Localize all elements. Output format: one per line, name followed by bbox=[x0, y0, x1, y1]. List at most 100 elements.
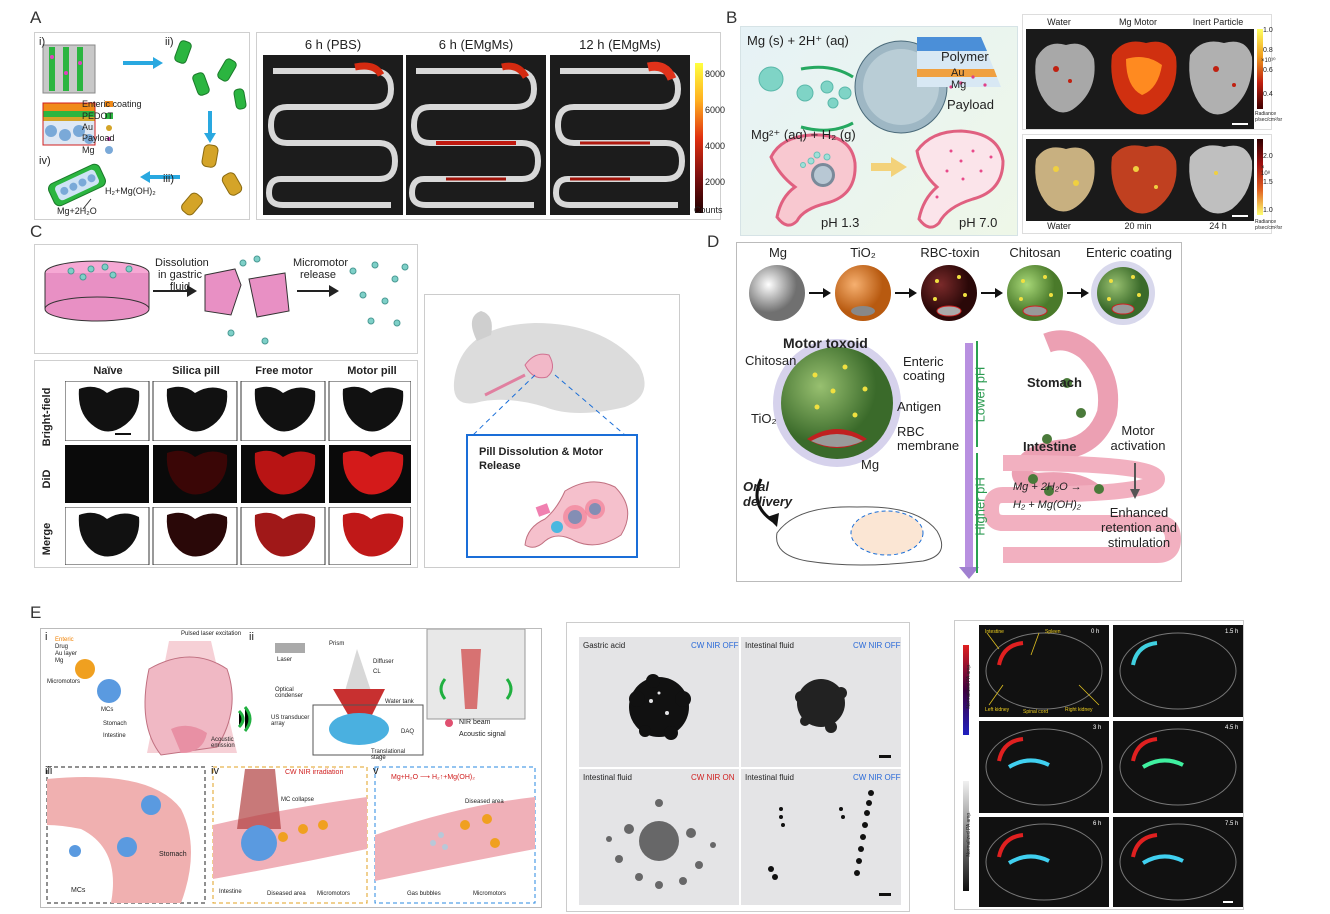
e-v-reaction: Mg+H₂O ⟶ H₂↑+Mg(OH)₂ bbox=[391, 774, 475, 781]
panel-a-schematic: i) ii) iii) iv) Enteric coating PEDOT Au… bbox=[34, 32, 250, 220]
layer-au: Au bbox=[951, 67, 965, 79]
legend-enteric: Enteric coating bbox=[82, 99, 142, 109]
panel-label-d: D bbox=[707, 232, 720, 251]
e-ii-laser: Laser bbox=[277, 657, 293, 663]
e-ii-condenser: Optical condenser bbox=[275, 687, 304, 699]
pa-image-grid bbox=[979, 625, 1243, 907]
b-bottom-title-24h: 24 h bbox=[1209, 221, 1227, 231]
e-ii-stage: Translational stage bbox=[371, 749, 406, 761]
pa-organ-intestine: Intestine bbox=[985, 629, 1004, 635]
step-dissolution: Dissolution in gastric fluid bbox=[155, 257, 209, 293]
e-i-stomach: Stomach bbox=[103, 721, 127, 727]
motor-toxoid-title: Motor toxoid bbox=[783, 335, 868, 351]
e-sub-i: i bbox=[45, 631, 48, 643]
dispersion-intestinal-off-2 bbox=[741, 769, 901, 905]
eq-bottom: Mg²⁺ (aq) + H₂ (g) bbox=[751, 127, 856, 142]
e-iv-mc-collapse: MC collapse bbox=[281, 797, 315, 803]
disp-title-1: Gastric acid bbox=[583, 641, 626, 650]
b-bottom-title-20min: 20 min bbox=[1124, 221, 1152, 231]
row-merge: Merge bbox=[41, 522, 53, 556]
layer-payload: Payload bbox=[947, 97, 994, 112]
b-bottom-cbar-exp: × 10⁸ bbox=[1261, 165, 1271, 177]
step-label-iv: iv) bbox=[39, 155, 51, 167]
pa-time-2: 3 h bbox=[1093, 725, 1102, 731]
cbar-tick-8000: 8000 bbox=[705, 69, 726, 79]
col-silica: Silica pill bbox=[172, 365, 220, 377]
e-sub-ii: ii bbox=[249, 631, 254, 643]
pa-time-3: 4.5 h bbox=[1225, 725, 1239, 731]
e-ii-daq: DAQ bbox=[401, 729, 415, 735]
gut-image-12h bbox=[550, 55, 690, 215]
label-enteric: Enteric coating bbox=[903, 354, 945, 383]
particle-chains bbox=[768, 790, 891, 896]
panel-b-schematic: Mg (s) + 2H⁺ (aq) Mg²⁺ (aq) + H₂ (g) Pol… bbox=[740, 26, 1018, 236]
stage-enteric: Enteric coating bbox=[1086, 245, 1172, 260]
e-i-micromotors: Micromotors bbox=[47, 679, 81, 685]
e-ii-cl: CL bbox=[373, 669, 381, 675]
b-bottom-image-strip bbox=[1026, 139, 1254, 221]
rx-line-1: Mg + 2H₂O → bbox=[1013, 481, 1082, 493]
dispersion-intestinal-off bbox=[741, 637, 901, 767]
legend-pedot: PEDOT bbox=[82, 111, 114, 121]
e-i-intestine: Intestine bbox=[103, 733, 126, 739]
col-free: Free motor bbox=[255, 365, 313, 377]
pa-organ-left-kidney: Left kidney bbox=[985, 707, 1010, 713]
oral-delivery: Oral delivery bbox=[743, 479, 793, 509]
e-iv-cw-nir: CW NIR irradiation bbox=[285, 769, 344, 776]
e-ii-prism: Prism bbox=[329, 641, 345, 647]
reaction-reactant: Mg+2H₂O bbox=[57, 206, 97, 216]
e-v-diseased: Diseased area bbox=[465, 799, 504, 805]
pa-organ-spleen: Spleen bbox=[1045, 629, 1061, 635]
rx-line-2: H₂ + Mg(OH)₂ bbox=[1013, 499, 1081, 511]
pa-time-0: 0 h bbox=[1091, 629, 1100, 635]
step-label-i: i) bbox=[39, 36, 46, 48]
panel-c-image-grid: Naïve Silica pill Free motor Motor pill … bbox=[34, 360, 418, 568]
b-top-cbar-04: 0.4 bbox=[1263, 91, 1273, 98]
eq-top: Mg (s) + 2H⁺ (aq) bbox=[747, 33, 849, 48]
panel-e-schematics: i ii iii iv v Enteric Drug Au layer Mg M… bbox=[40, 628, 542, 908]
intestine-label: Intestine bbox=[1023, 439, 1077, 454]
e-iii-stomach: Stomach bbox=[159, 851, 187, 858]
e-iv-diseased: Diseased area bbox=[267, 891, 306, 897]
b-top-cbar-exp: ×10¹⁰ bbox=[1261, 58, 1276, 64]
colorbar-counts bbox=[695, 63, 703, 213]
pa-cbar2-label: Normalized PA amp. bbox=[966, 811, 972, 857]
e-iv-intestine: Intestine bbox=[219, 889, 242, 895]
e-ii-diffuser: Diffuser bbox=[373, 659, 394, 665]
b-top-cbar-08: 0.8 bbox=[1263, 47, 1273, 54]
panel-c-mouse: Pill Dissolution & Motor Release bbox=[424, 294, 680, 568]
b-top-cbar-unit: Radiance p/sec/cm²/sr bbox=[1255, 111, 1283, 123]
label-antigen: Antigen bbox=[897, 399, 942, 414]
e-ii-transducer: US transducer array bbox=[271, 715, 310, 727]
e-v-micromotors: Micromotors bbox=[473, 891, 507, 897]
disp-status-1: CW NIR OFF bbox=[691, 641, 739, 650]
b-top-title-mg: Mg Motor bbox=[1118, 17, 1157, 27]
img-title-pbs: 6 h (PBS) bbox=[304, 37, 362, 52]
b-top-cbar-06: 0.6 bbox=[1263, 67, 1273, 74]
pa-organ-spinal-cord: Spinal cord bbox=[1023, 709, 1049, 715]
col-naive: Naïve bbox=[93, 365, 123, 377]
panel-b-bottom-images: Water 20 min 24 h 2.0 1.5 1.0 × 10⁸ Radi… bbox=[1022, 134, 1282, 234]
legend-mg: Mg bbox=[82, 145, 95, 155]
e-i-mcs: MCs bbox=[101, 707, 114, 713]
e-v-gas-bubbles: Gas bubbles bbox=[407, 891, 441, 897]
particle-cloud-dispersing bbox=[606, 799, 716, 889]
panel-a-images: 6 h (PBS) 6 h (EMgMs) 12 h (EMgMs) 8000 … bbox=[256, 32, 725, 220]
e-i-drug: Drug bbox=[55, 644, 69, 650]
reaction-product: H₂+Mg(OH)₂ bbox=[105, 186, 156, 196]
b-bottom-title-water: Water bbox=[1047, 221, 1071, 231]
ph-right: pH 7.0 bbox=[959, 215, 998, 230]
lower-ph: Lower pH bbox=[972, 366, 988, 423]
particle-cluster-sparse bbox=[795, 679, 891, 758]
disp-status-4: CW NIR OFF bbox=[853, 773, 901, 782]
b-top-title-inert: Inert Particle bbox=[1192, 17, 1244, 27]
img-title-12h: 12 h (EMgMs) bbox=[579, 37, 661, 52]
b-top-title-water: Water bbox=[1047, 17, 1071, 27]
e-i-acoustic: Acoustic emission bbox=[211, 737, 235, 749]
stomach-label: Stomach bbox=[1027, 375, 1082, 390]
step-label-ii: ii) bbox=[165, 36, 174, 48]
did-row bbox=[65, 445, 411, 503]
motor-activation: Motor activation bbox=[1110, 423, 1166, 453]
disp-title-2: Intestinal fluid bbox=[745, 641, 794, 650]
particle-cluster-dense bbox=[629, 674, 691, 740]
